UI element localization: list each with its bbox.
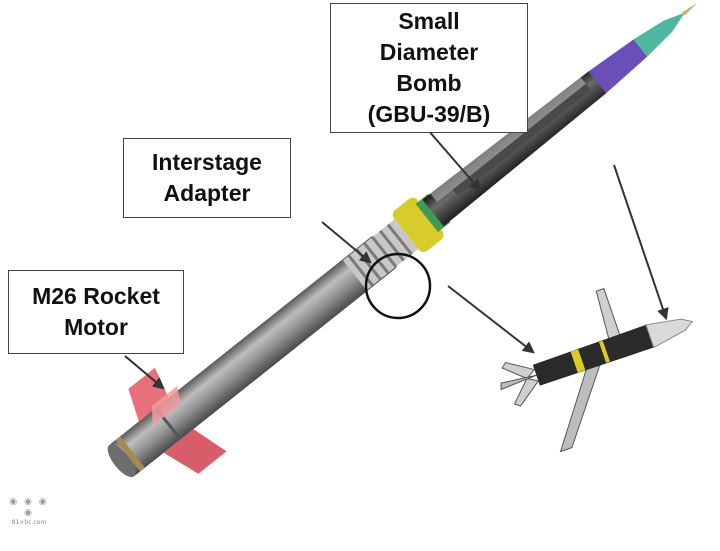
bomb-tail-fin <box>500 374 537 391</box>
missile-assembly <box>107 2 698 478</box>
adapter-highlight-circle <box>364 252 432 320</box>
callout-line: Small <box>398 7 460 34</box>
arrow-sdb-label-to-bomb <box>427 129 482 192</box>
deployed-bomb <box>500 287 694 453</box>
callout-line: Adapter <box>163 180 251 206</box>
bomb-stripe <box>598 340 610 363</box>
callout-m26-rocket-motor: M26 Rocket Motor <box>8 270 184 354</box>
tail-fin <box>152 385 181 426</box>
rocket-motor-tube <box>109 236 397 477</box>
bomb-tail-fin <box>501 362 536 380</box>
watermark-text: 81×bc.com <box>11 518 47 526</box>
callout-small-diameter-bomb: Small Diameter Bomb (GBU-39/B) <box>330 3 528 133</box>
bomb-cutaway-panel <box>430 77 588 203</box>
motor-aft-band <box>115 436 145 472</box>
seeker-nose <box>633 12 686 57</box>
guidance-section <box>588 39 648 94</box>
callout-line: (GBU-39/B) <box>367 101 491 128</box>
arrow-nose-to-deployed-bomb <box>613 164 669 321</box>
callout-line: Motor <box>64 314 128 340</box>
bomb-stripe <box>570 349 586 373</box>
bomb-nose-deployed <box>645 318 694 349</box>
watermark-logo-icon: ◉ ◉ ◉ ◉ <box>9 497 49 518</box>
bomb-internal-tube <box>452 83 591 196</box>
nose-tip <box>682 2 698 16</box>
tail-fin <box>163 429 227 474</box>
adapter-collar <box>392 197 444 253</box>
bomb-tail-fin <box>513 377 540 407</box>
callout-line: Interstage <box>152 148 262 175</box>
arrow-motor-label-to-motor <box>124 355 165 390</box>
watermark: ◉ ◉ ◉ ◉ 81×bc.com <box>4 497 54 526</box>
callout-line: Diameter <box>379 38 479 65</box>
arrow-adapter-label-to-adapter <box>321 221 372 264</box>
callout-line: M26 Rocket <box>32 282 160 309</box>
callout-interstage-adapter: Interstage Adapter <box>123 138 291 218</box>
motor-end-cap <box>107 444 136 478</box>
callout-line: Bomb <box>396 70 462 96</box>
arrow-collar-to-deployed-bomb <box>447 285 535 354</box>
